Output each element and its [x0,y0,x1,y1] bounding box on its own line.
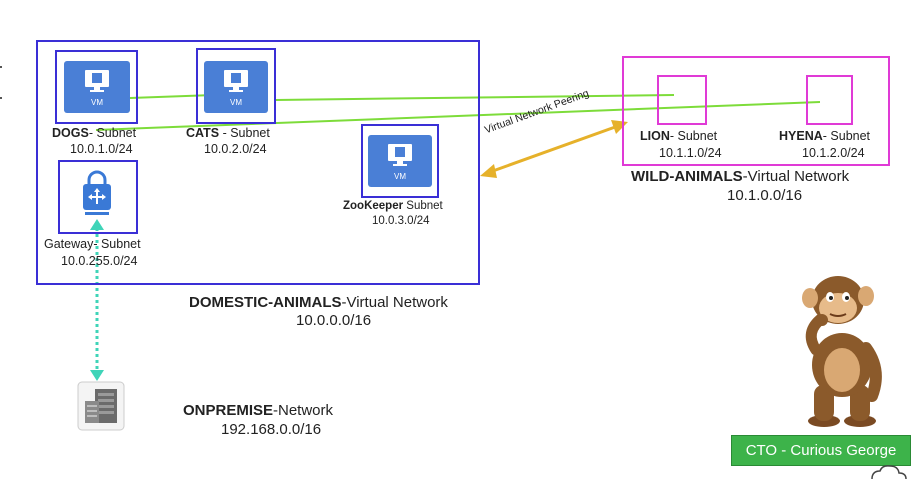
gateway-subnet-label: Gateway- Subnet [44,237,141,251]
onpremise-suffix: -Network [273,402,334,419]
zookeeper-suffix: Subnet [403,200,443,212]
curious-george-illustration [802,276,882,427]
onpremise-name: ONPREMISE [183,402,274,419]
cats-vm-tile[interactable]: VM [204,61,268,113]
domestic-cidr: 10.0.0.0/16 [296,312,372,329]
cats-vm-label: VM [230,98,242,107]
link-dogs-cats [129,94,215,99]
gateway-cidr: 10.0.255.0/24 [61,254,138,268]
lion-subnet-label: LION- Subnet [640,129,717,144]
gateway-onpremise-link [90,219,104,381]
dogs-subnet-box[interactable] [55,50,138,124]
vm-monitor-icon [85,70,109,92]
edge-mark [0,97,2,99]
vm-monitor-icon [388,144,412,166]
hyena-cidr: 10.1.2.0/24 [802,146,865,160]
wild-vnet-box [622,56,890,166]
link-dogs-hyena [95,101,821,131]
zookeeper-vm-tile[interactable]: VM [368,135,432,187]
gateway-lock-icon [83,170,111,215]
domestic-vnet-box [36,40,480,285]
wild-name: WILD-ANIMALS [631,168,743,185]
lion-cidr: 10.1.1.0/24 [659,146,722,160]
zookeeper-vm-label: VM [394,172,406,181]
domestic-suffix: -Virtual Network [341,294,448,311]
lion-name: LION [640,129,670,143]
dogs-cidr: 10.0.1.0/24 [70,142,133,156]
domestic-name: DOMESTIC-ANIMALS [189,294,342,311]
gateway-subnet-box[interactable] [58,160,138,234]
cats-cidr: 10.0.2.0/24 [204,142,267,156]
wild-cidr: 10.1.0.0/16 [727,187,803,204]
onpremise-title: ONPREMISE-Network [183,402,333,420]
zookeeper-subnet-box[interactable] [361,124,439,198]
link-cats-lion [275,94,675,101]
hyena-suffix: - Subnet [822,129,871,143]
onpremise-cidr: 192.168.0.0/16 [221,421,322,438]
vm-monitor-icon [224,70,248,92]
dogs-name: DOGS [52,126,89,140]
hyena-subnet-label: HYENA- Subnet [779,129,870,144]
hyena-subnet-box[interactable] [806,75,853,125]
edge-mark [0,66,2,68]
dogs-subnet-label: DOGS- Subnet [52,126,136,141]
dogs-vm-tile[interactable]: VM [64,61,130,113]
cloud-icon [871,465,907,479]
cto-badge: CTO - Curious George [731,435,911,466]
lion-suffix: - Subnet [669,129,718,143]
hyena-name: HYENA [779,129,823,143]
datacenter-building-icon [77,381,125,431]
wild-vnet-title: WILD-ANIMALS-Virtual Network [631,168,849,186]
dogs-vm-label: VM [91,98,103,107]
zookeeper-subnet-label: ZooKeeper Subnet [343,199,443,214]
cats-subnet-label: CATS - Subnet [186,126,270,141]
cats-suffix: - Subnet [219,126,270,140]
zookeeper-cidr: 10.0.3.0/24 [372,215,430,227]
cats-name: CATS [186,126,220,140]
domestic-vnet-title: DOMESTIC-ANIMALS-Virtual Network [189,294,448,312]
lion-subnet-box[interactable] [657,75,707,125]
cats-subnet-box[interactable] [196,48,276,124]
dogs-suffix: - Subnet [88,126,137,140]
zookeeper-name: ZooKeeper [343,200,404,212]
wild-suffix: -Virtual Network [742,168,850,185]
